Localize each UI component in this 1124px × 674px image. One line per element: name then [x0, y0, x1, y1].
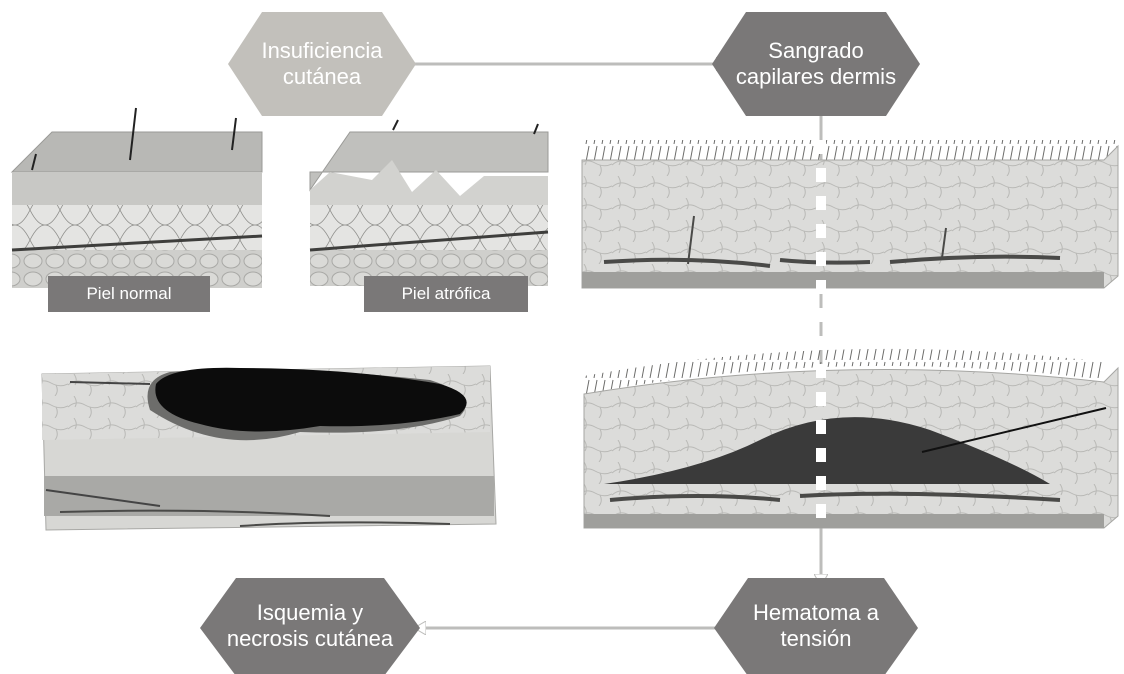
node-sangrado-text: Sangrado capilares dermis [736, 38, 896, 89]
node-hematoma-label: Hematoma a tensión [714, 600, 918, 652]
sangrado-skin-block [582, 140, 1118, 288]
piel-normal-tag: Piel normal [48, 276, 210, 312]
node-sangrado-label: Sangrado capilares dermis [712, 38, 920, 90]
necrosis-skin-block [42, 366, 496, 530]
node-isquemia-text: Isquemia y necrosis cutánea [227, 600, 393, 651]
node-insuficiencia-label: Insuficiencia cutánea [228, 38, 416, 90]
node-hematoma-text: Hematoma a tensión [753, 600, 879, 651]
node-isquemia-label: Isquemia y necrosis cutánea [200, 600, 420, 652]
piel-normal-text: Piel normal [86, 284, 171, 303]
hematoma-skin-block [584, 349, 1118, 528]
node-insuficiencia-text: Insuficiencia cutánea [261, 38, 382, 89]
piel-atrofica-text: Piel atrófica [402, 284, 491, 303]
piel-atrofica-illustration [310, 120, 548, 286]
piel-atrofica-tag: Piel atrófica [364, 276, 528, 312]
piel-normal-illustration [12, 108, 262, 288]
